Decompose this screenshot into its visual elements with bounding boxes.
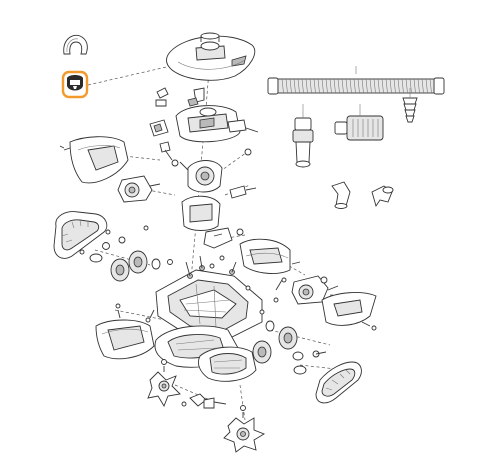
right-side-cover-part[interactable] bbox=[239, 238, 301, 274]
hose-swivel-part[interactable] bbox=[292, 104, 314, 168]
hose-part[interactable] bbox=[267, 66, 445, 95]
top-cover-part[interactable] bbox=[166, 32, 256, 81]
right-front-cover-part[interactable] bbox=[321, 292, 377, 331]
elbow-fitting-left-part[interactable] bbox=[331, 181, 351, 209]
base-sole-part[interactable] bbox=[154, 325, 257, 382]
elbow-fitting-right-part[interactable] bbox=[371, 185, 394, 208]
lower-right-foot-pad-part[interactable] bbox=[223, 405, 266, 453]
central-chamber-part[interactable] bbox=[181, 195, 244, 249]
hose-clip-part[interactable] bbox=[63, 34, 88, 55]
right-wheel-assembly-part[interactable] bbox=[252, 320, 327, 375]
center-turbine-part[interactable] bbox=[187, 160, 257, 199]
bottom-center-small-parts[interactable] bbox=[181, 393, 227, 409]
lower-left-foot-pad-part[interactable] bbox=[147, 359, 181, 408]
main-chassis-part[interactable] bbox=[155, 255, 263, 339]
gear-block-part[interactable] bbox=[117, 175, 161, 203]
upper-small-parts[interactable] bbox=[149, 87, 205, 171]
left-track-belt-part[interactable] bbox=[53, 211, 108, 259]
hose-cuff-part[interactable] bbox=[334, 104, 384, 141]
right-track-belt-part[interactable] bbox=[315, 361, 362, 404]
left-bottom-cover-part[interactable] bbox=[95, 303, 155, 360]
weight-spring-part[interactable] bbox=[402, 88, 418, 123]
highlighted-valve-part[interactable] bbox=[61, 70, 89, 99]
left-wheel-assembly-part[interactable] bbox=[89, 229, 173, 282]
turbine-housing-part[interactable] bbox=[175, 105, 259, 156]
left-top-cover-part[interactable] bbox=[63, 136, 129, 184]
screws-and-pins bbox=[59, 145, 287, 323]
